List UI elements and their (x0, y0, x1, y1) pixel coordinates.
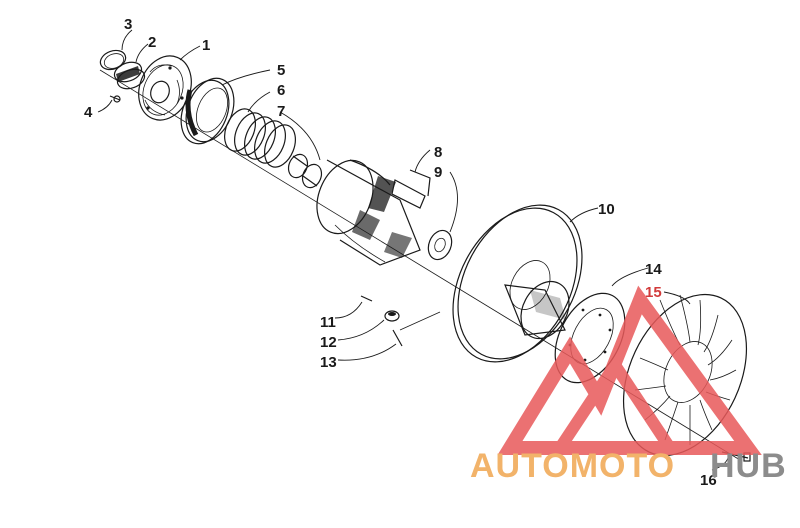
callout-1: 1 (202, 37, 210, 54)
callout-4: 4 (84, 104, 93, 121)
part-13-pin (392, 329, 403, 347)
part-11-pin (360, 295, 373, 302)
watermark-text-automoto: AUTOMOTO (470, 447, 675, 485)
spring-bushing (287, 153, 323, 189)
callout-16: 16 (700, 472, 717, 489)
callout-12: 12 (320, 334, 337, 351)
watermark-logo (497, 285, 762, 455)
part-10-sheave (452, 204, 583, 363)
part-1-cover-plate (138, 55, 192, 121)
part-9-washer (427, 229, 453, 261)
callout-15: 15 (645, 284, 662, 301)
callout-3: 3 (124, 16, 132, 33)
watermark-text: AUTOMOTO HUB (470, 447, 787, 485)
part-8-cam-arm (391, 169, 431, 209)
callout-6: 6 (277, 82, 285, 99)
callout-5: 5 (277, 62, 285, 79)
part-12-roller (384, 310, 400, 322)
part-3-snap-ring (99, 49, 127, 71)
callout-13: 13 (320, 354, 337, 371)
part-2-bushing (113, 61, 146, 90)
part-5-spring-cap (180, 77, 235, 145)
callout-7: 7 (277, 103, 285, 120)
callout-14: 14 (645, 261, 662, 278)
callout-9: 9 (434, 164, 442, 181)
part-4-screw (109, 95, 121, 103)
cam-housing (316, 159, 421, 266)
part-6-7-springs (224, 108, 296, 168)
watermark-text-hub: HUB (710, 447, 787, 485)
callout-labels: 3 2 1 4 5 6 7 8 9 10 11 12 13 14 15 16 (84, 16, 717, 489)
callout-10: 10 (598, 201, 615, 218)
leader-lines (97, 29, 729, 471)
callout-8: 8 (434, 144, 442, 161)
callout-11: 11 (320, 314, 336, 331)
roller-assembly-line (399, 311, 441, 331)
callout-2: 2 (148, 34, 156, 51)
